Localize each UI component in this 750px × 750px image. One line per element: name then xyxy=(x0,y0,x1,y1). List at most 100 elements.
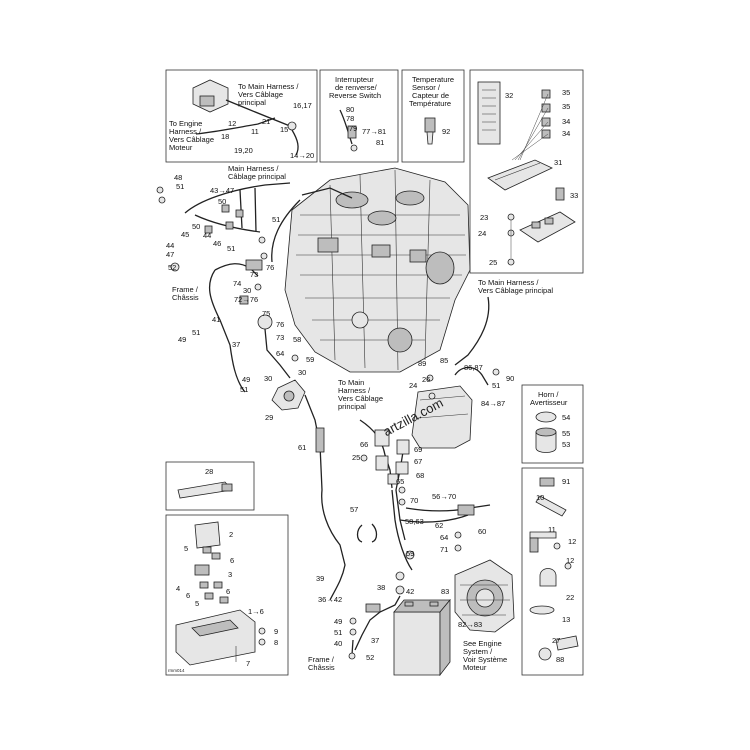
voir-systeme-label: Voir Système xyxy=(463,655,507,664)
callout-26: 26 xyxy=(422,375,430,384)
callout-16-17: 16,17 xyxy=(293,101,312,110)
fuse-holder-box: 2 5 6 3 4 6 5 6 1→6 9 8 7 rmm014 xyxy=(165,514,289,676)
callout-51-d: 51 xyxy=(192,328,200,337)
callout-43-47: 43→47 xyxy=(210,186,234,195)
callout-75: 75 xyxy=(262,309,270,318)
system-label: System / xyxy=(463,647,493,656)
callout-58-a: 58 xyxy=(293,335,301,344)
reverse-switch-label: Reverse Switch xyxy=(329,91,381,100)
callout-53: 53 xyxy=(562,440,570,449)
callout-91: 91 xyxy=(562,477,570,486)
callout-12: 12 xyxy=(228,119,236,128)
callout-51-c: 51 xyxy=(272,215,280,224)
temperature-sensor-box: Temperature Sensor / Capteur de Températ… xyxy=(401,69,465,163)
callout-89: 89 xyxy=(418,359,426,368)
callout-31: 31 xyxy=(554,158,562,167)
callout-51-g: 51 xyxy=(334,628,342,637)
callout-8: 8 xyxy=(274,638,278,647)
callout-66: 66 xyxy=(360,440,368,449)
callout-49-b: 49 xyxy=(242,375,250,384)
callout-83: 83 xyxy=(441,587,449,596)
callout-12-b: 12 xyxy=(568,537,576,546)
callout-11-b: 11 xyxy=(548,525,556,534)
to-main-harness-label: To Main Harness / xyxy=(238,82,299,91)
main-harness-label: Main Harness / xyxy=(228,164,279,173)
callout-32: 32 xyxy=(505,91,513,100)
callout-73-b: 73 xyxy=(276,333,284,342)
main-harness-mid: To Main Harness / Vers Câblage principal… xyxy=(298,378,424,601)
left-upper-harness: Main Harness / Câblage principal 48 51 4… xyxy=(156,164,291,302)
callout-22: 22 xyxy=(566,593,574,602)
callout-13: 13 xyxy=(562,615,570,624)
callout-11: 11 xyxy=(251,127,259,136)
right-bracket-group: To Main Harness / Vers Câblage principal… xyxy=(409,278,553,449)
callout-30-c: 30 xyxy=(264,374,272,383)
vers-cablage-label: Vers Câblage xyxy=(238,90,283,99)
see-engine-label: See Engine xyxy=(463,639,502,648)
callout-21: 21 xyxy=(262,117,270,126)
callout-45: 45 xyxy=(181,230,189,239)
callout-71: 71 xyxy=(440,545,448,554)
callout-25-b: 25 xyxy=(352,453,360,462)
starter-cable-group: 73 76 74 30 72→76 41 51 49 37 75 76 73 5… xyxy=(178,259,314,422)
callout-24-b: 24 xyxy=(409,381,417,390)
moteur-label: Moteur xyxy=(169,143,193,152)
avertisseur-label: Avertisseur xyxy=(530,398,568,407)
sensor-label: Sensor / xyxy=(412,83,441,92)
callout-14-20: 14→20 xyxy=(290,151,314,160)
to-main-label: To Main xyxy=(338,378,364,387)
harness-vers-label: Harness / xyxy=(169,127,202,136)
callout-44-a: 44 xyxy=(203,231,211,240)
engine-block xyxy=(271,167,471,373)
callout-65: 65 xyxy=(396,477,404,486)
callout-35-a: 35 xyxy=(562,88,570,97)
callout-28: 28 xyxy=(205,467,213,476)
callout-6-c: 6 xyxy=(226,587,230,596)
callout-5-a: 5 xyxy=(184,544,188,553)
callout-36-42: 36→42 xyxy=(318,595,342,604)
callout-12-c: 12 xyxy=(566,556,574,565)
callout-4: 4 xyxy=(176,584,180,593)
callout-88: 88 xyxy=(556,655,564,664)
vers-cablage-2-label: Vers Câblage xyxy=(169,135,214,144)
callout-60: 60 xyxy=(478,527,486,536)
callout-64-b: 64 xyxy=(440,533,448,542)
callout-34-a: 34 xyxy=(562,117,570,126)
callout-86-87: 86,87 xyxy=(464,363,483,372)
capteur-de-label: Capteur de xyxy=(412,91,449,100)
callout-44-b: 44 xyxy=(166,241,174,250)
callout-15: 15 xyxy=(280,125,288,134)
ground-cable-group: 49 51 37 40 52 Frame / Châssis xyxy=(308,617,379,672)
callout-37-b: 37 xyxy=(371,636,379,645)
callout-74: 74 xyxy=(233,279,241,288)
callout-52-a: 52 xyxy=(168,263,176,272)
callout-68: 68 xyxy=(416,471,424,480)
callout-10: 10 xyxy=(536,493,544,502)
callout-48: 48 xyxy=(174,173,182,182)
callout-35-b: 35 xyxy=(562,102,570,111)
callout-76-a: 76 xyxy=(266,263,274,272)
callout-84-87: 84→87 xyxy=(481,399,505,408)
callout-50-b: 50 xyxy=(192,222,200,231)
principal-label: principal xyxy=(238,98,266,107)
callout-18: 18 xyxy=(221,132,229,141)
brackets-box: 91 10 11 12 12 22 13 27 88 xyxy=(521,467,584,676)
callout-62: 62 xyxy=(435,521,443,530)
harness-mid-label: Harness / xyxy=(338,386,371,395)
frame-upper-label: Frame / xyxy=(172,285,199,294)
callout-70: 70 xyxy=(410,496,418,505)
fuse-box-panel: 32 35 35 34 34 31 33 23 24 25 xyxy=(469,69,584,274)
callout-29: 29 xyxy=(265,413,273,422)
callout-92: 92 xyxy=(442,127,450,136)
callout-46: 46 xyxy=(213,239,221,248)
callout-78: 78 xyxy=(346,114,354,123)
chassis-lower-label: Châssis xyxy=(308,663,335,672)
callout-3: 3 xyxy=(228,570,232,579)
callout-30-a: 30 xyxy=(243,286,251,295)
callout-25-a: 25 xyxy=(489,258,497,267)
callout-76-b: 76 xyxy=(276,320,284,329)
chassis-upper-label: Châssis xyxy=(172,293,199,302)
callout-90: 90 xyxy=(506,374,514,383)
reverse-switch-box: Interrupteur de renverse/ Reverse Switch… xyxy=(319,69,399,163)
